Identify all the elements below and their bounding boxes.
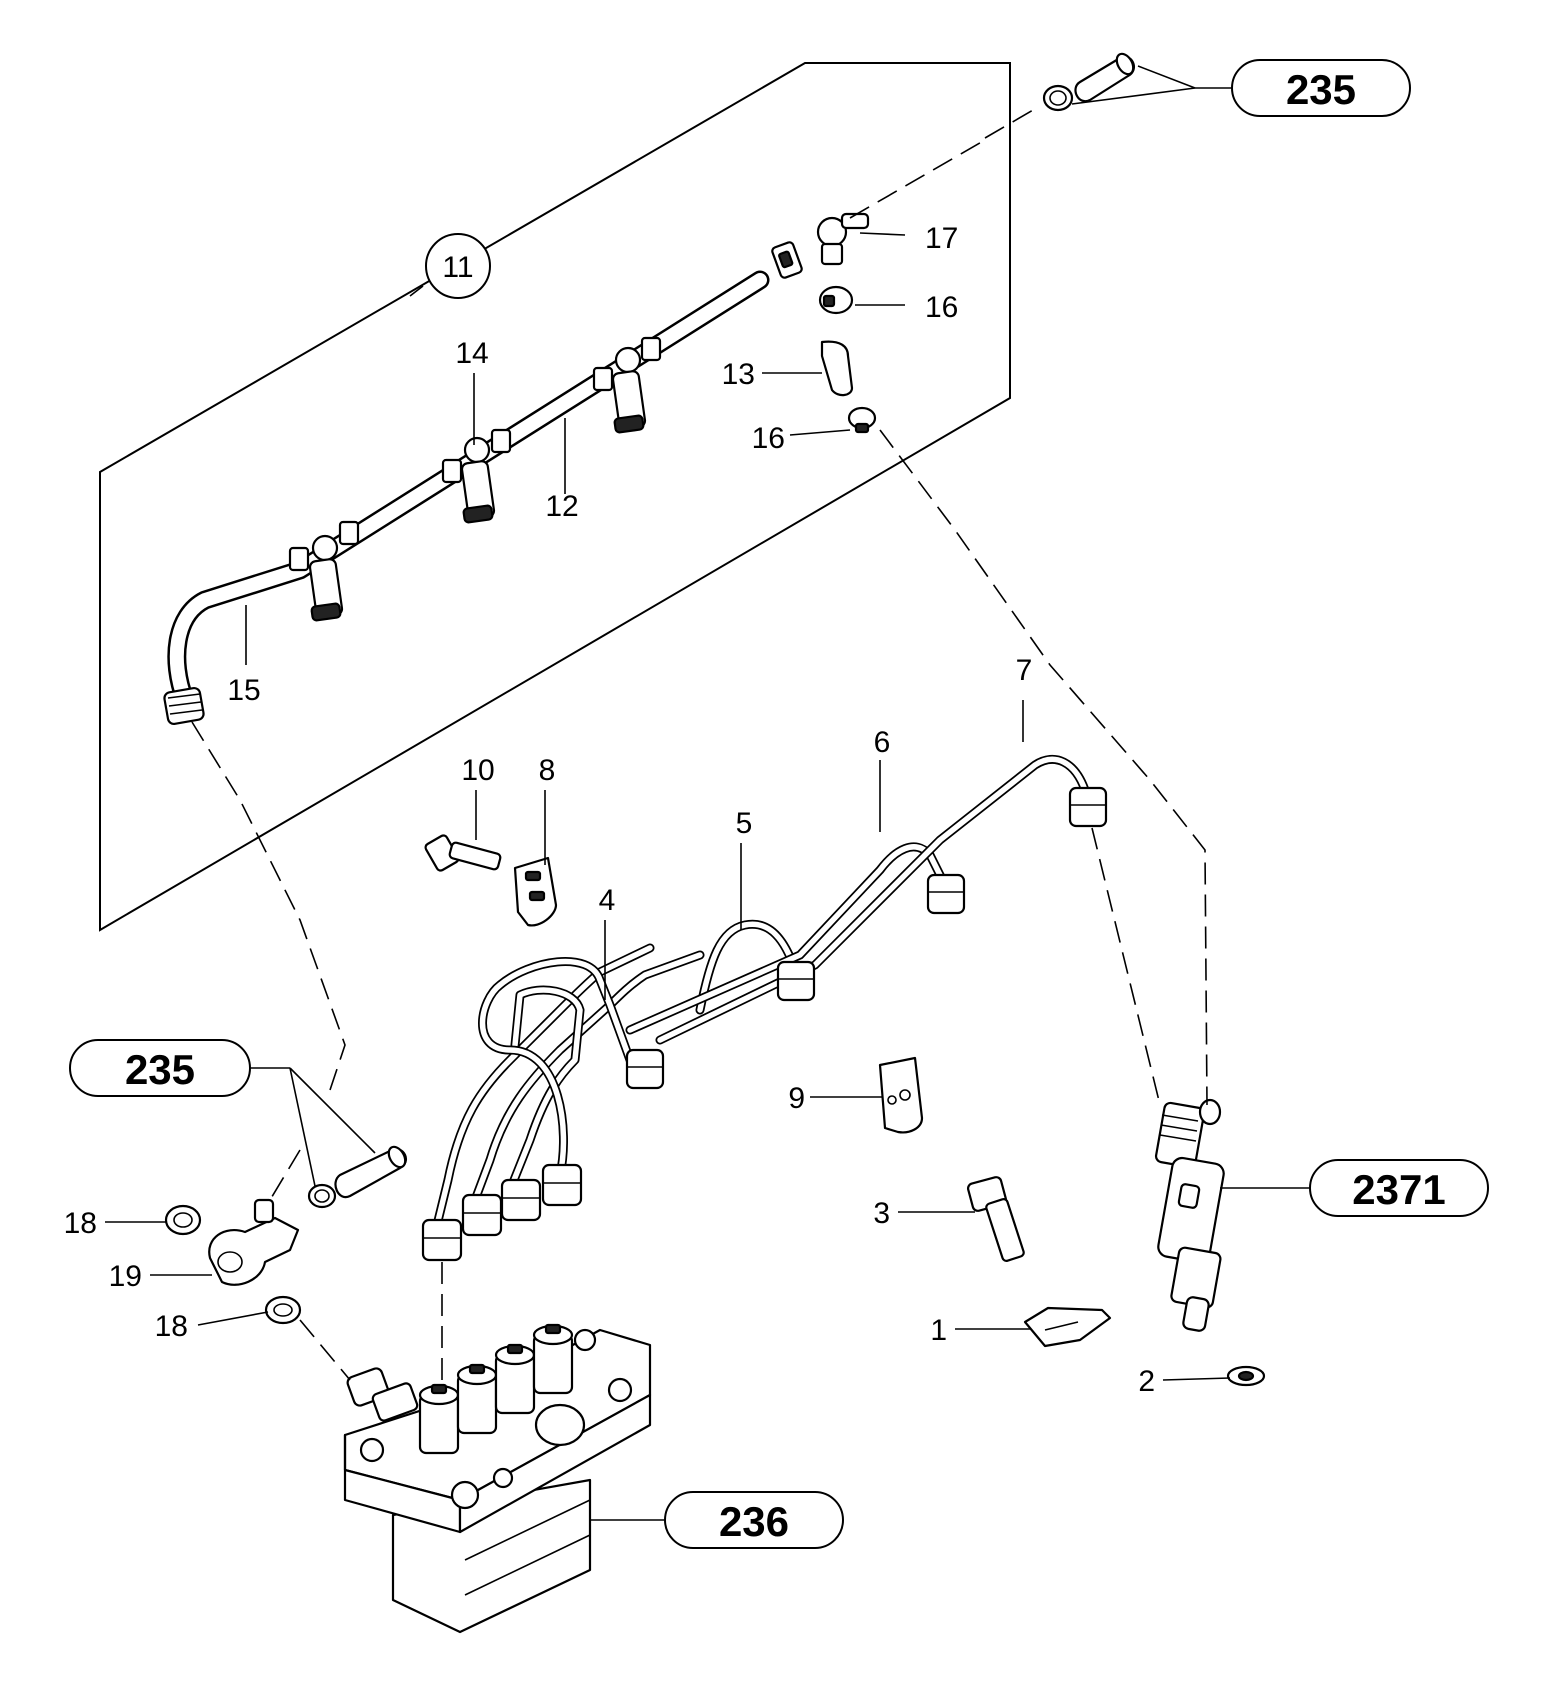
pipe-nut-2 (461, 1193, 503, 1237)
banjo-tee-3 (592, 336, 662, 434)
callout-16-upper: 16 (925, 291, 958, 324)
pump-fuel-inlet (346, 1367, 419, 1422)
clip-part (771, 241, 803, 279)
callout-1: 1 (930, 1314, 947, 1347)
callout-15: 15 (227, 674, 260, 707)
pump-delivery-valve-3 (494, 1343, 536, 1415)
callout-18-upper: 18 (64, 1207, 97, 1240)
part-8-clamp (513, 856, 558, 927)
banjo-tee-2 (441, 428, 512, 524)
pipe-nut-8 (1068, 786, 1108, 828)
injector-2371 (1154, 1098, 1225, 1332)
ref-235-top-pill (1231, 59, 1411, 117)
assembly-11-outline (99, 62, 1011, 932)
pipe-nut-5 (625, 1048, 665, 1090)
callout-2: 2 (1138, 1365, 1155, 1398)
part-3-bolt (966, 1176, 1025, 1262)
part-16-clamp-lower (847, 406, 877, 434)
part-18-washer-upper (164, 1204, 202, 1236)
part-9-clamp (878, 1056, 924, 1134)
callout-7: 7 (1016, 654, 1033, 687)
leader-lines (105, 65, 1310, 1521)
pipe-nut-7 (926, 873, 966, 915)
ref-235-left: 235 (125, 1046, 195, 1093)
callout-18-lower: 18 (155, 1310, 188, 1343)
part-16-clamp-upper (818, 285, 854, 315)
callout-11-circle (425, 233, 491, 299)
pump-delivery-valve-4 (532, 1323, 574, 1395)
callout-13: 13 (722, 358, 755, 391)
part-18-washer-lower (264, 1295, 302, 1325)
injection-pump-236 (343, 1323, 652, 1634)
callout-3: 3 (873, 1197, 890, 1230)
ref-2371-pill (1309, 1159, 1489, 1217)
callout-19: 19 (109, 1260, 142, 1293)
part-17-connector (816, 212, 870, 266)
ref-235-top: 235 (1286, 66, 1356, 113)
part-13-hose (820, 340, 854, 397)
callout-4: 4 (599, 884, 616, 917)
ref-236: 236 (719, 1498, 789, 1545)
pipe-nut-4 (541, 1163, 583, 1207)
callout-11: 11 (442, 251, 473, 284)
pipe-nut-3 (500, 1178, 542, 1222)
dashed-guide-lines (191, 105, 1208, 1390)
callout-14: 14 (455, 337, 488, 370)
callout-6: 6 (874, 726, 891, 759)
pipe-nut-1 (421, 1218, 463, 1262)
callout-16-lower: 16 (752, 422, 785, 455)
pump-delivery-valve-2 (456, 1363, 498, 1435)
part-235-left-hose (307, 1145, 407, 1209)
injection-pipes (421, 754, 1108, 1262)
part-10-bolt (424, 834, 502, 872)
part-2-washer (1226, 1365, 1266, 1387)
callout-12: 12 (545, 490, 578, 523)
part-19-banjo (208, 1198, 300, 1286)
ref-2371: 2371 (1352, 1166, 1445, 1213)
leak-off-pipe-assembly (163, 270, 770, 726)
ref-236-pill (664, 1491, 844, 1549)
part-235-top-hose (1042, 52, 1135, 112)
banjo-tee-1 (288, 520, 360, 622)
pipe-nut-6 (776, 960, 816, 1002)
ref-235-left-pill (69, 1039, 251, 1097)
part-1-clamp (1023, 1306, 1112, 1348)
pump-delivery-valve-1 (418, 1383, 460, 1455)
callout-10: 10 (461, 754, 494, 787)
callout-5: 5 (736, 807, 753, 840)
callout-17: 17 (925, 222, 958, 255)
callout-9: 9 (788, 1082, 805, 1115)
callout-8: 8 (539, 754, 556, 787)
